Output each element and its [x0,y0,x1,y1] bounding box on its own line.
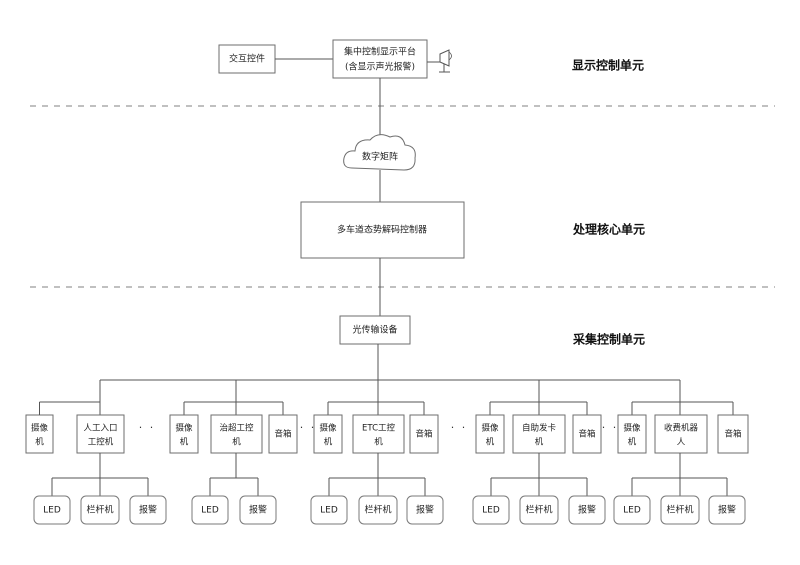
toll-robot-label: 人 [677,438,686,448]
speaker-box [572,414,602,454]
ellipsis: · · [300,421,317,434]
lane-group-manual-entry: 摄像 机 人工入口 工控机 LED 栏杆机 报警 [25,401,167,525]
alarm-lamp-icon [427,49,452,73]
alarm-label: 报警 [718,504,736,516]
led-label: LED [320,506,338,516]
lane-group-self-service-card: 摄像 机 自助发卡 机 音箱 LED 栏杆机 报警 [472,401,606,525]
card-dispenser-box [512,414,566,454]
cloud-icon [343,134,416,171]
camera-box [475,414,505,454]
speaker-label: 音箱 [578,429,596,440]
led-box [613,495,651,525]
led-label: LED [201,506,219,516]
led-box [33,495,71,525]
camera-box [617,414,647,454]
decoder-controller-label: 多车道态势解码控制器 [337,224,427,236]
alarm-box [239,495,277,525]
camera-label: 机 [486,437,495,448]
overload-ipc-label: 机 [232,437,241,448]
barrier-box [358,495,398,525]
alarm-box [129,495,167,525]
camera-label: 摄像 [31,423,49,434]
matrix-label: 数字矩阵 [362,151,398,163]
led-box [472,495,510,525]
lane-group-toll-robot: 摄像 机 收费机器 人 音箱 LED 栏杆机 报警 [613,401,749,525]
speaker-box [717,414,749,454]
toll-robot-box [654,414,708,454]
speaker-label: 音箱 [415,429,433,440]
unit-label-processing: 处理核心单元 [572,222,645,237]
camera-box [313,414,343,454]
led-box [310,495,348,525]
alarm-label: 报警 [139,504,157,516]
manual-entry-ipc-box [76,414,125,454]
camera-label: 摄像 [481,423,499,434]
camera-label: 机 [35,437,44,448]
alarm-label: 报警 [249,504,267,516]
alarm-label: 报警 [416,504,434,516]
speaker-label: 音箱 [274,429,292,440]
speaker-box [409,414,439,454]
camera-label: 摄像 [319,423,337,434]
barrier-box [660,495,700,525]
alarm-box [568,495,606,525]
camera-label: 摄像 [175,423,193,434]
unit-label-display: 显示控制单元 [572,58,644,73]
etc-ipc-label: 机 [374,437,383,448]
display-platform-label-2: (含显示声光报警) [345,61,415,73]
barrier-box [519,495,559,525]
barrier-label: 栏杆机 [86,504,113,516]
ellipsis: · · [139,421,156,434]
ellipsis: · · [451,421,468,434]
camera-label: 机 [180,437,189,448]
camera-label: 机 [628,437,637,448]
barrier-label: 栏杆机 [364,504,391,516]
camera-box [169,414,199,454]
camera-label: 机 [324,437,333,448]
barrier-label: 栏杆机 [525,504,552,516]
led-label: LED [43,506,61,516]
camera-label: 摄像 [623,423,641,434]
decoder-controller-box [300,201,465,259]
overload-ipc-box [210,414,263,454]
display-platform-label-1: 集中控制显示平台 [344,46,416,58]
ellipsis: · · [602,421,619,434]
overload-ipc-label: 治超工控 [219,423,254,434]
optical-transmission-label: 光传输设备 [352,324,397,336]
card-dispenser-label: 自助发卡 [522,423,557,434]
speaker-label: 音箱 [724,429,742,440]
camera-box [25,414,54,454]
speaker-box [268,414,298,454]
card-dispenser-label: 机 [535,437,544,448]
alarm-box [406,495,444,525]
led-box [191,495,229,525]
manual-entry-ipc-label: 人工入口 [83,424,117,434]
etc-ipc-label: ETC工控 [362,423,395,434]
barrier-box [80,495,120,525]
led-label: LED [623,506,641,516]
alarm-label: 报警 [578,504,596,516]
interactive-control-label: 交互控件 [229,53,265,65]
optical-transmission-box [339,315,411,345]
manual-entry-ipc-label: 工控机 [88,437,114,448]
lane-group-etc: 摄像 机 ETC工控 机 音箱 LED 栏杆机 报警 [310,401,444,525]
alarm-box [708,495,746,525]
lane-group-overload: 摄像 机 治超工控 机 音箱 LED 报警 [169,401,298,525]
etc-ipc-box [352,414,405,454]
toll-robot-label: 收费机器 [664,423,699,434]
display-platform-box [332,39,428,79]
led-label: LED [482,506,500,516]
interactive-control-box [218,44,276,74]
unit-label-acquisition: 采集控制单元 [572,332,645,347]
barrier-label: 栏杆机 [666,504,693,516]
